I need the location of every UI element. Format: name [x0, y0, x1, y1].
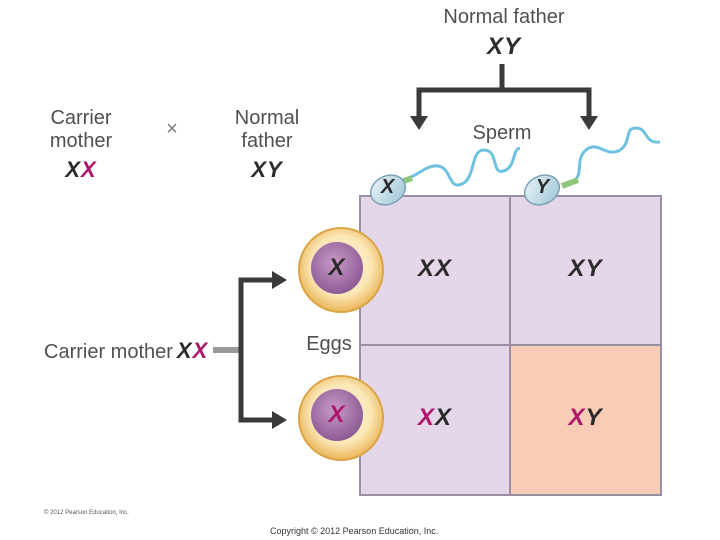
arrowhead-sperm-x: [410, 116, 428, 130]
sperm-y-allele: Y: [535, 176, 551, 198]
father-bracket-arrow: [416, 64, 592, 118]
arrowhead-egg-top: [272, 271, 287, 289]
sperm-x: [369, 146, 521, 206]
punnett-cell-r1c1: [359, 195, 511, 346]
cross-father-genotype: XY: [222, 157, 312, 183]
egg-bottom: [298, 375, 384, 461]
cross-symbol: ×: [166, 118, 178, 140]
cross-father-label: Normal father: [234, 107, 300, 152]
father-top-label: Normal father: [443, 6, 565, 28]
mother-left-allele-1: X: [176, 338, 193, 363]
father-top-genotype: XY: [486, 33, 521, 60]
cross-father-allele-1: X: [251, 157, 267, 182]
egg-top: [298, 227, 384, 313]
punnett-genotype-r2c1: XX: [417, 404, 453, 431]
arrowhead-egg-bottom: [272, 411, 287, 429]
egg-bottom-allele: X: [328, 401, 346, 428]
punnett-genotype-r2c2: XY: [568, 404, 603, 431]
copyright-small: © 2012 Pearson Education, Inc.: [44, 510, 129, 516]
mother-left-allele-2: X: [192, 338, 209, 363]
punnett-cell-r2c1: [359, 344, 511, 496]
cross-mother-label: Carrier mother: [49, 107, 113, 152]
cross-mother-genotype: XX: [36, 157, 126, 183]
sperm-x-allele: X: [380, 176, 396, 198]
punnett-genotype-r1c1: XX: [417, 254, 453, 282]
arrowhead-sperm-y: [580, 116, 598, 130]
punnett-cell-r2c2: [509, 344, 662, 496]
sperm-label: Sperm: [472, 122, 532, 144]
eggs-label: Eggs: [306, 333, 352, 355]
cross-mother-allele-1: X: [65, 157, 81, 182]
egg-top-allele: X: [328, 254, 346, 281]
copyright: Copyright © 2012 Pearson Education, Inc.: [270, 526, 439, 536]
mother-left-label: Carrier mother: [44, 341, 173, 363]
punnett-cell-r1c2: [509, 195, 662, 346]
sperm-y: [523, 126, 661, 206]
cross-father-allele-2: Y: [267, 157, 283, 182]
punnett-genotype-r1c2: XY: [568, 254, 603, 282]
mother-bracket-arrow: [213, 277, 274, 423]
cross-mother-allele-2: X: [81, 157, 97, 182]
